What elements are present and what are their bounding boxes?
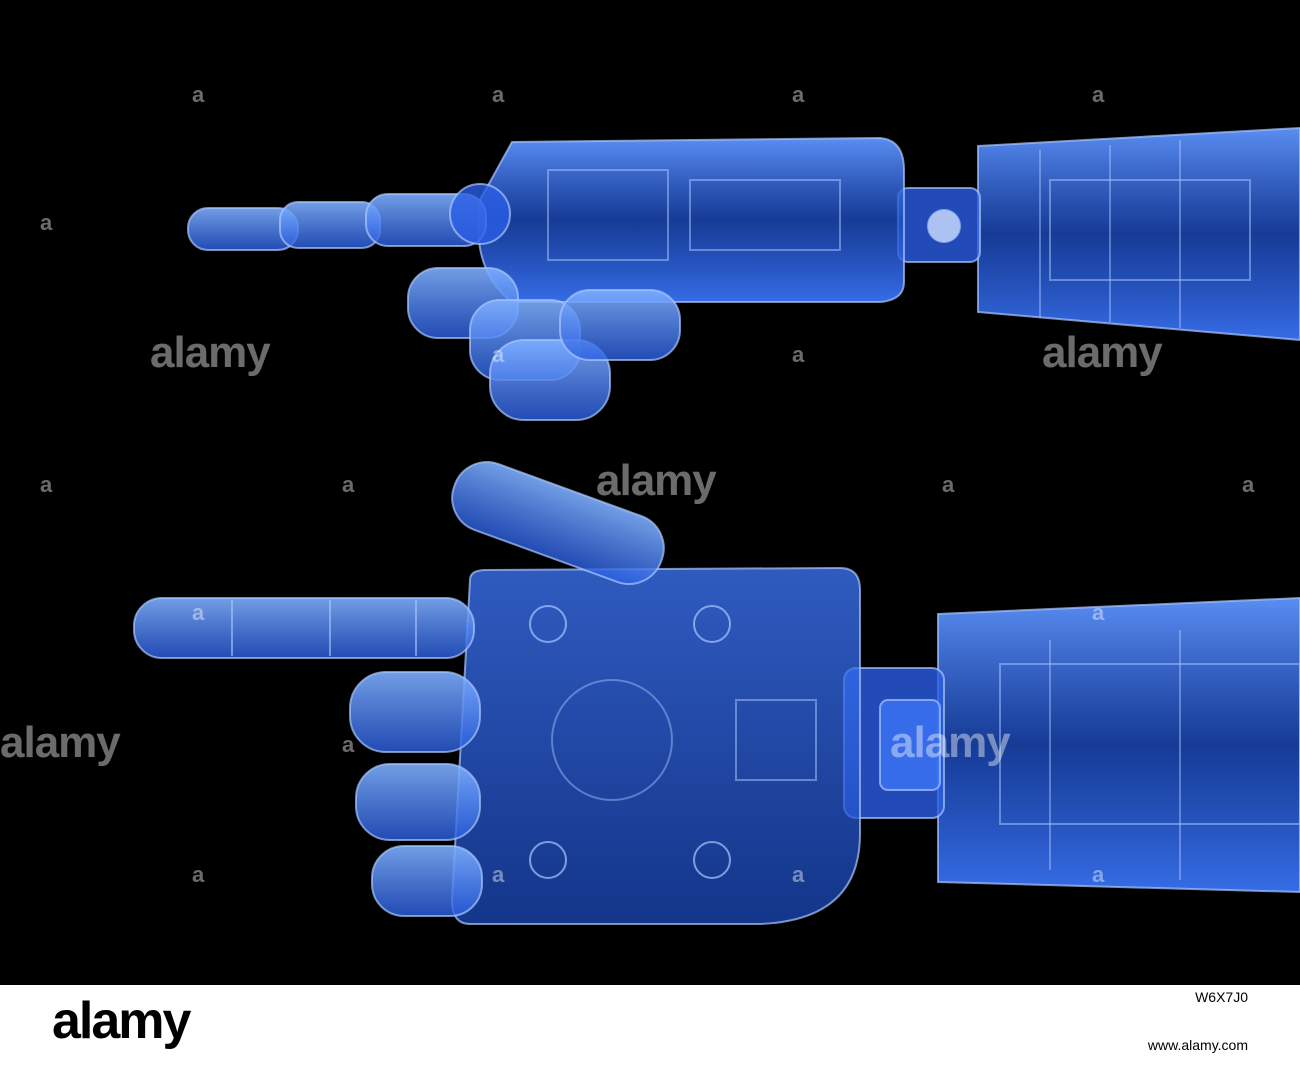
watermark-mark: a: [192, 82, 205, 107]
upper-robot-arm: [187, 126, 1300, 421]
watermark-mark: a: [1092, 82, 1105, 107]
watermark-mark: a: [942, 472, 955, 497]
watermark-mark: a: [792, 862, 805, 887]
watermark-word: alamy: [890, 718, 1011, 767]
alamy-logo: alamy: [52, 992, 191, 1050]
watermark-word: alamy: [1042, 328, 1163, 377]
image-id: W6X7J0: [1195, 989, 1248, 1005]
watermark-mark: a: [492, 342, 505, 367]
watermark-mark: a: [40, 472, 53, 497]
watermark-mark: a: [792, 82, 805, 107]
site-url: www.alamy.com: [1147, 1037, 1248, 1053]
watermark-mark: a: [792, 342, 805, 367]
watermark-mark: a: [192, 862, 205, 887]
stock-footer-bar: alamy W6X7J0 www.alamy.com: [0, 985, 1300, 1065]
watermark-mark: a: [192, 600, 205, 625]
watermark-word: alamy: [596, 456, 717, 505]
watermark-mark: a: [1242, 472, 1255, 497]
watermark-mark: a: [40, 210, 53, 235]
lower-robot-arm: [133, 461, 1300, 925]
watermark-mark: a: [492, 862, 505, 887]
watermark-mark: a: [342, 472, 355, 497]
watermark-mark: a: [1092, 600, 1105, 625]
watermark-word: alamy: [150, 328, 271, 377]
watermark-mark: a: [342, 732, 355, 757]
watermark-mark: a: [1092, 862, 1105, 887]
watermark-mark: a: [492, 82, 505, 107]
watermark-word: alamy: [0, 718, 121, 767]
